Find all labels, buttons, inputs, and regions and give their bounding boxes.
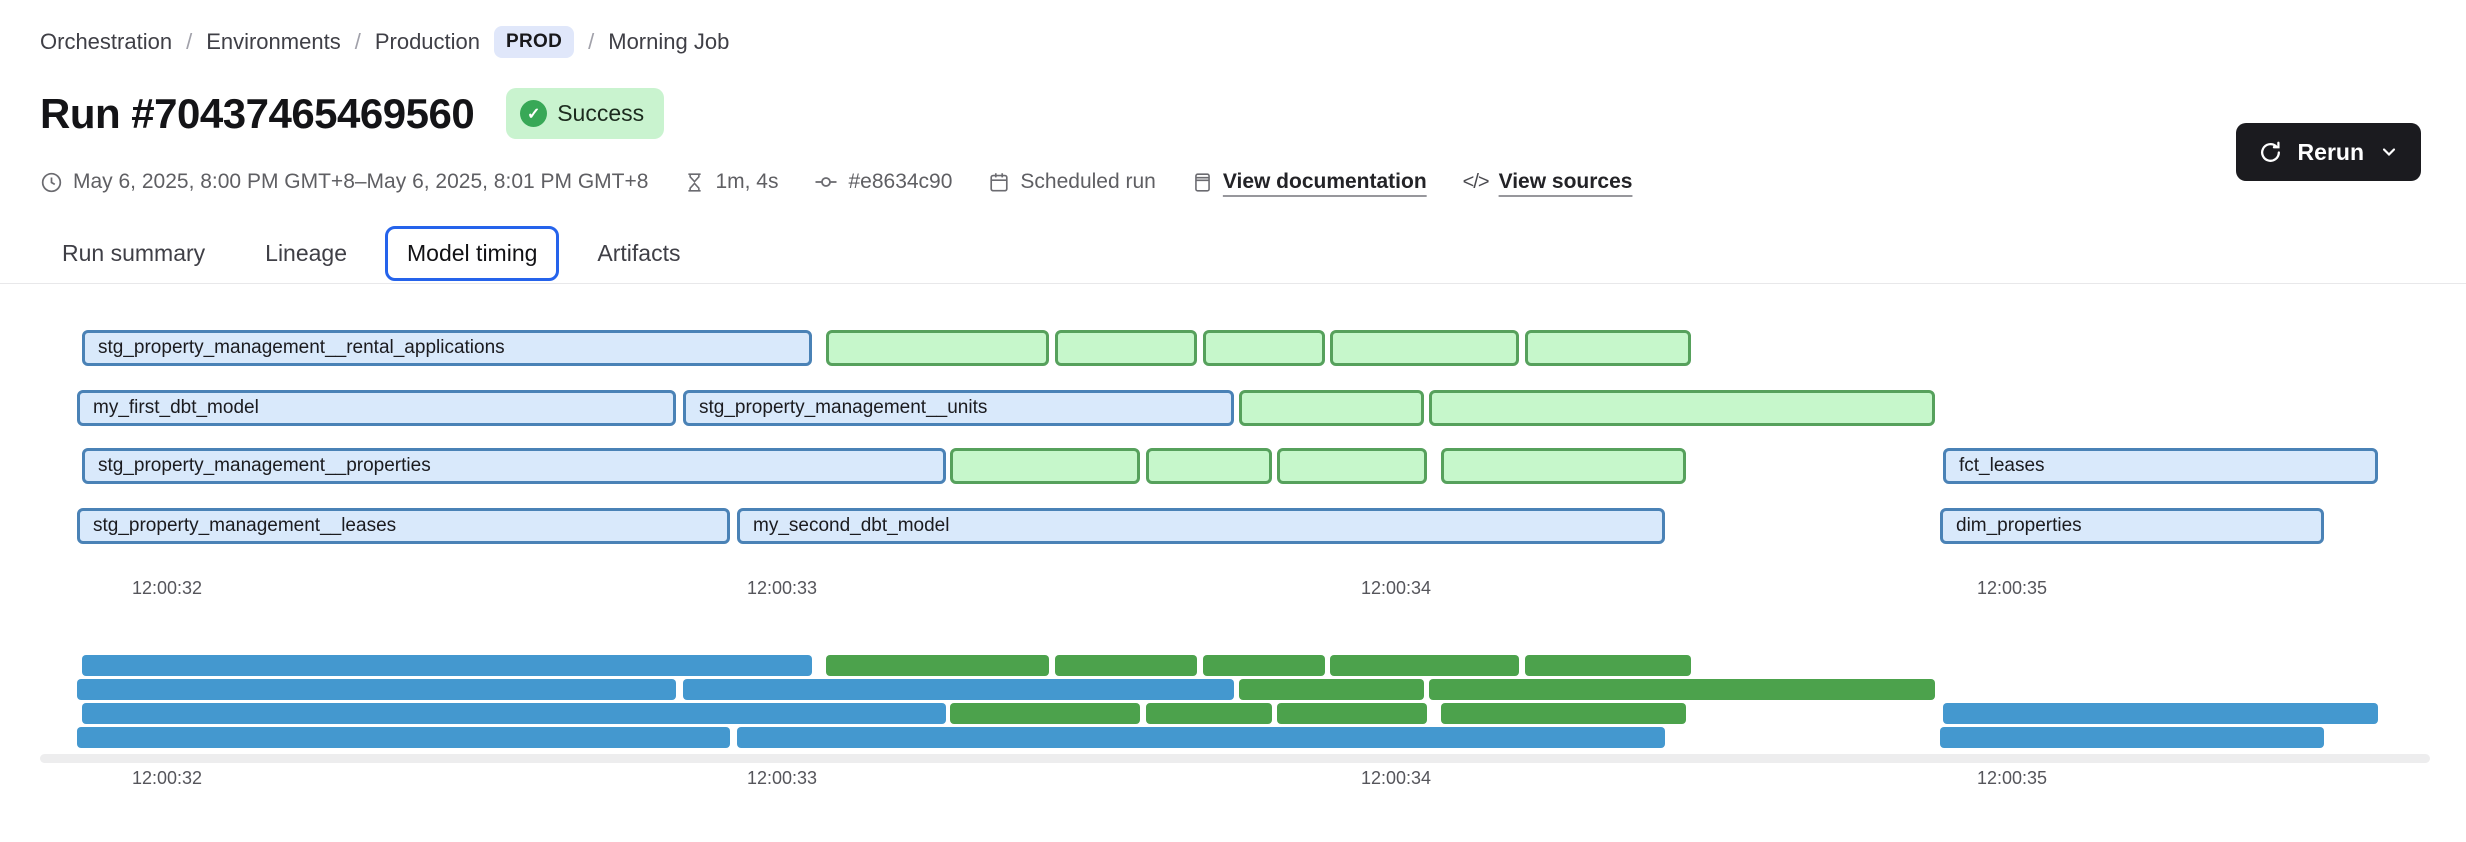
run-time-range: May 6, 2025, 8:00 PM GMT+8–May 6, 2025, … (40, 170, 648, 194)
run-trigger: Scheduled run (988, 170, 1156, 194)
breadcrumb-item-morning-job[interactable]: Morning Job (608, 29, 730, 54)
breadcrumb-item-production[interactable]: Production (374, 29, 481, 54)
axis-tick-label: 12:00:34 (1360, 768, 1432, 788)
breadcrumb-separator: / (588, 29, 595, 54)
minimap-bar (1943, 703, 2378, 724)
gantt-bar-my_second_dbt_model[interactable]: my_second_dbt_model (737, 508, 1665, 544)
title-row: Run #70437465469560 ✓ Success (40, 88, 665, 139)
minimap-bar (77, 679, 676, 700)
tab-model-timing[interactable]: Model timing (385, 226, 560, 281)
minimap-bar (950, 703, 1140, 724)
gantt-bar-stg_property_management__properties[interactable]: stg_property_management__properties (82, 448, 946, 484)
axis-tick-label: 12:00:33 (746, 578, 818, 598)
success-check-icon: ✓ (520, 100, 548, 127)
environment-tag: PROD (494, 26, 575, 58)
minimap-bar (826, 655, 1049, 676)
breadcrumb-item-environments[interactable]: Environments (206, 29, 341, 54)
gantt-bar-stg_property_management__leases[interactable]: stg_property_management__leases (77, 508, 730, 544)
gantt-bar-test[interactable] (1277, 448, 1427, 484)
gantt-bar-test[interactable] (1525, 330, 1691, 366)
gantt-bar-fct_leases[interactable]: fct_leases (1943, 448, 2378, 484)
commit-hash: #e8634c90 (814, 170, 952, 194)
minimap-bar (1330, 655, 1519, 676)
minimap-bar (1203, 655, 1325, 676)
gantt-bar-dim_properties[interactable]: dim_properties (1940, 508, 2324, 544)
breadcrumb: Orchestration / Environments / Productio… (40, 26, 729, 58)
gantt-bar-label: my_second_dbt_model (753, 515, 950, 536)
gantt-bar-my_first_dbt_model[interactable]: my_first_dbt_model (77, 390, 676, 426)
gantt-bar-test[interactable] (1330, 330, 1519, 366)
gantt-bar-test[interactable] (1239, 390, 1424, 426)
minimap-bar (1239, 679, 1424, 700)
minimap-bar (82, 703, 946, 724)
minimap-bar (1940, 727, 2324, 748)
minimap-bar (82, 655, 812, 676)
minimap-bar (1441, 703, 1686, 724)
minimap-bar (1055, 655, 1197, 676)
minimap-scrollbar[interactable] (40, 754, 2430, 763)
chevron-down-icon (2382, 148, 2396, 157)
run-metadata: May 6, 2025, 8:00 PM GMT+8–May 6, 2025, … (40, 170, 1632, 194)
minimap-bar (683, 679, 1234, 700)
status-badge: ✓ Success (506, 88, 665, 139)
gantt-bar-stg_property_management__rental_applications[interactable]: stg_property_management__rental_applicat… (82, 330, 812, 366)
view-documentation-link[interactable]: View documentation (1192, 170, 1427, 194)
gantt-bar-label: fct_leases (1959, 455, 2045, 476)
minimap-bar (1277, 703, 1427, 724)
rerun-button[interactable]: Rerun (2235, 123, 2421, 181)
tabs-divider (0, 283, 2466, 284)
axis-tick-label: 12:00:35 (1976, 578, 2048, 598)
breadcrumb-separator: / (354, 29, 361, 54)
gantt-bar-test[interactable] (1441, 448, 1686, 484)
clock-icon (41, 172, 62, 192)
calendar-icon (990, 173, 1009, 192)
gantt-bar-test[interactable] (950, 448, 1140, 484)
documentation-icon (1195, 172, 1210, 192)
tab-run-summary[interactable]: Run summary (62, 240, 206, 266)
axis-tick-label: 12:00:34 (1360, 578, 1432, 598)
breadcrumb-item-orchestration[interactable]: Orchestration (40, 29, 173, 54)
gantt-bar-label: my_first_dbt_model (93, 397, 259, 418)
tab-lineage[interactable]: Lineage (265, 240, 348, 266)
gantt-bar-label: stg_property_management__leases (93, 515, 397, 536)
gantt-bar-label: stg_property_management__rental_applicat… (98, 337, 505, 358)
gantt-bar-label: stg_property_management__properties (98, 455, 431, 476)
gantt-bar-label: stg_property_management__units (699, 397, 988, 418)
tab-artifacts[interactable]: Artifacts (597, 240, 681, 266)
status-label: Success (557, 100, 645, 126)
minimap-bar (1146, 703, 1272, 724)
gantt-bar-test[interactable] (826, 330, 1049, 366)
run-duration: 1m, 4s (684, 170, 778, 194)
run-tabs: Run summary Lineage Model timing Artifac… (40, 226, 702, 281)
axis-tick-label: 12:00:32 (131, 768, 203, 788)
view-sources-link[interactable]: </> View sources (1462, 170, 1633, 193)
minimap-bar (77, 727, 730, 748)
breadcrumb-separator: / (186, 29, 193, 54)
refresh-icon (2260, 141, 2280, 162)
page-title: Run #70437465469560 (40, 89, 475, 137)
gantt-bar-test[interactable] (1429, 390, 1935, 426)
hourglass-icon (688, 172, 702, 192)
gantt-bar-test[interactable] (1055, 330, 1197, 366)
code-icon: </> (1462, 170, 1490, 193)
axis-tick-label: 12:00:32 (131, 578, 203, 598)
axis-tick-label: 12:00:33 (746, 768, 818, 788)
gantt-bar-stg_property_management__units[interactable]: stg_property_management__units (683, 390, 1234, 426)
gantt-bar-test[interactable] (1146, 448, 1272, 484)
minimap-bar (737, 727, 1665, 748)
git-commit-icon (815, 177, 837, 187)
minimap-bar (1429, 679, 1935, 700)
gantt-bar-label: dim_properties (1956, 515, 2082, 536)
minimap-bar (1525, 655, 1691, 676)
axis-tick-label: 12:00:35 (1976, 768, 2048, 788)
gantt-bar-test[interactable] (1203, 330, 1325, 366)
